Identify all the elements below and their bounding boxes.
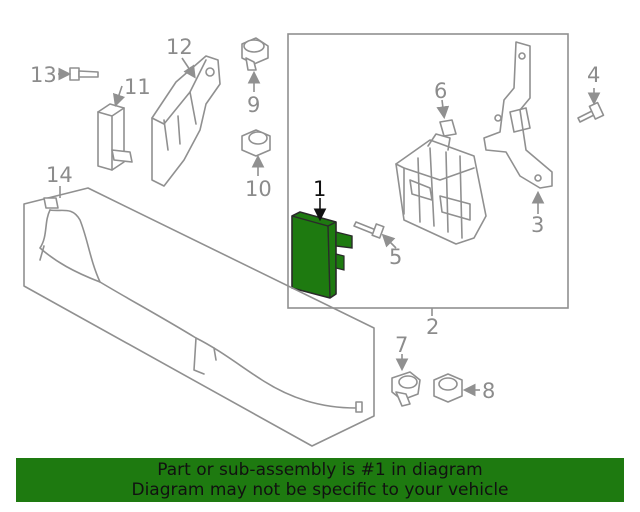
assembly-frame	[287, 33, 569, 309]
callout-3: 3	[531, 213, 544, 237]
callout-13: 13	[30, 63, 57, 87]
banner-line-1: Part or sub-assembly is #1 in diagram	[157, 460, 483, 480]
callout-2: 2	[426, 315, 439, 339]
callout-11: 11	[124, 75, 151, 99]
callout-14: 14	[46, 163, 73, 187]
callout-10: 10	[245, 177, 272, 201]
part-11-sensor[interactable]	[97, 103, 133, 171]
callout-12: 12	[166, 35, 193, 59]
part-13-bolt[interactable]	[69, 67, 99, 81]
info-banner: Part or sub-assembly is #1 in diagram Di…	[16, 458, 624, 502]
parts-diagram: 1 2 3 4 5 6 7 8 9 10 11 12 13 14	[23, 33, 605, 447]
part-9-parking-sensor[interactable]	[241, 37, 269, 71]
part-1-module[interactable]	[291, 211, 353, 299]
part-3-bracket[interactable]	[483, 41, 553, 189]
part-14-wiring-harness[interactable]	[23, 187, 375, 447]
part-7-sensor[interactable]	[391, 371, 421, 407]
callout-4: 4	[587, 63, 600, 87]
part-10-grommet[interactable]	[241, 129, 271, 157]
callout-5: 5	[389, 245, 402, 269]
bracket-housing[interactable]	[395, 133, 487, 245]
callout-9: 9	[247, 93, 260, 117]
callout-1: 1	[313, 177, 326, 201]
callout-7: 7	[395, 333, 408, 357]
banner-line-2: Diagram may not be specific to your vehi…	[131, 480, 509, 500]
part-5-screw[interactable]	[353, 221, 385, 239]
part-12-bracket[interactable]	[151, 55, 221, 187]
part-6-clip[interactable]	[439, 119, 457, 137]
part-8-grommet[interactable]	[433, 373, 463, 403]
part-4-bolt[interactable]	[577, 101, 605, 123]
callout-8: 8	[482, 379, 495, 403]
callout-6: 6	[434, 79, 447, 103]
